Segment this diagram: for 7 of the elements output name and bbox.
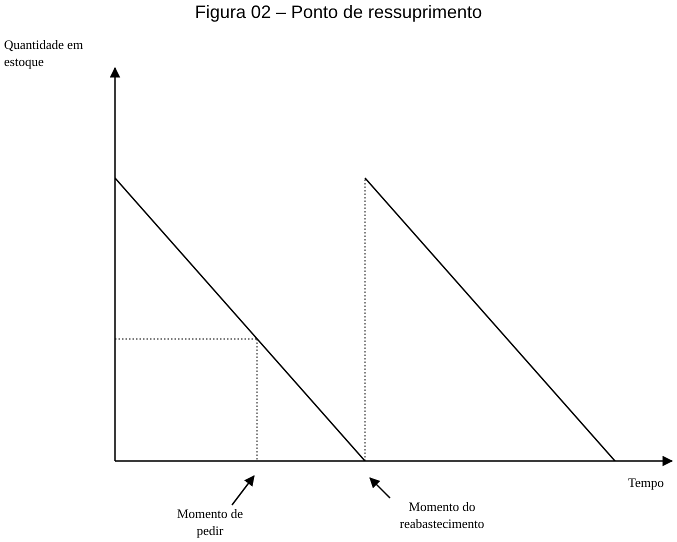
x-axis-label: Tempo: [628, 474, 664, 491]
y-axis-label: Quantidade em estoque: [4, 36, 84, 70]
annotation-text: Momento de pedir: [170, 505, 250, 539]
figure-title: Figura 02 – Ponto de ressuprimento: [194, 2, 484, 23]
annotation-text: Momento do reabastecimento: [382, 498, 502, 532]
leader-arrow: [369, 477, 391, 499]
leader-arrow: [231, 475, 255, 506]
